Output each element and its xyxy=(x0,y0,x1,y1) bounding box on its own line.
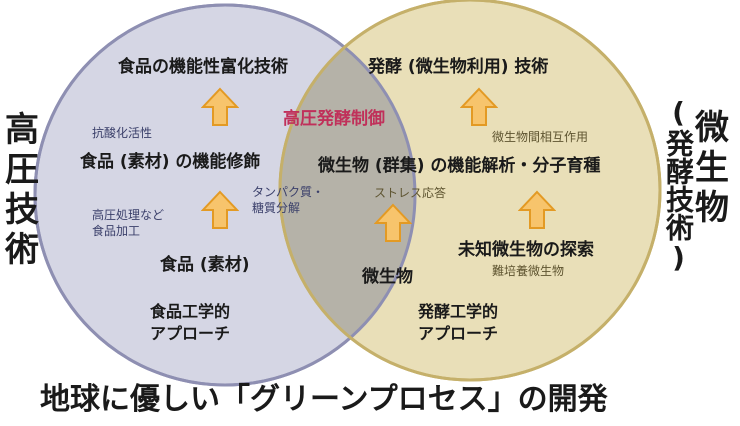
footer-title: 地球に優しい「グリーンプロセス」の開発 xyxy=(40,382,608,417)
up-arrow-icon xyxy=(518,190,556,229)
side-right-char: 生 xyxy=(695,148,729,188)
side-label-right-paren: (発酵技術) xyxy=(662,96,695,274)
left-approach-2: アプローチ xyxy=(150,324,231,343)
note-interaction: 微生物間相互作用 xyxy=(492,130,589,144)
side-right-char: 物 xyxy=(695,188,729,228)
up-arrow-icon xyxy=(460,87,498,126)
side-left-char: 圧 xyxy=(5,150,39,190)
side-left-char: 技 xyxy=(5,190,39,230)
left-mid-title: 食品 (素材) の機能修飾 xyxy=(80,152,261,172)
right-top-title: 発酵 (微生物利用) 技術 xyxy=(368,57,549,77)
left-circle-outline xyxy=(33,3,417,387)
up-arrow-icon xyxy=(201,190,239,229)
note-protein-2: 糖質分解 xyxy=(252,201,301,215)
right-approach-2: アプローチ xyxy=(418,324,499,343)
up-arrow-icon xyxy=(201,87,239,126)
center-title: 高圧発酵制御 xyxy=(283,109,385,129)
side-right-char: 微 xyxy=(695,108,729,148)
left-top-title: 食品の機能性富化技術 xyxy=(118,57,288,77)
side-label-left: 高 圧 技 術 xyxy=(4,110,40,270)
side-left-char: 高 xyxy=(5,110,39,150)
note-processing-1: 高圧処理など xyxy=(92,208,165,222)
side-left-char: 術 xyxy=(5,230,39,270)
left-approach-1: 食品工学的 xyxy=(150,302,231,321)
note-protein-1: タンパク質・ xyxy=(252,185,325,199)
overlap-region xyxy=(280,5,415,380)
left-bottom-title: 食品 (素材) xyxy=(160,255,250,275)
right-circle-outline xyxy=(278,0,662,382)
right-mid-title: 微生物 (群集) の機能解析・分子育種 xyxy=(318,156,601,176)
note-processing-2: 食品加工 xyxy=(92,224,141,238)
side-label-right: 微 生 物 xyxy=(692,108,732,228)
up-arrow-icon xyxy=(374,203,412,242)
right-search-title: 未知微生物の探索 xyxy=(458,240,594,260)
right-microbe: 微生物 xyxy=(362,267,413,287)
right-approach-1: 発酵工学的 xyxy=(418,302,499,321)
note-stress: ストレス応答 xyxy=(374,186,447,200)
note-antioxidant: 抗酸化活性 xyxy=(92,126,153,140)
note-hard-culture: 難培養微生物 xyxy=(492,264,565,278)
